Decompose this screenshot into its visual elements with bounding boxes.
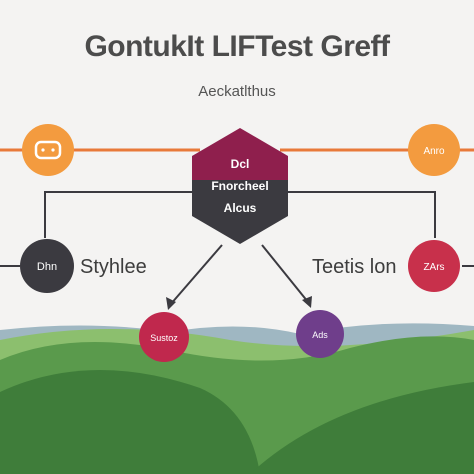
arrowhead-down-right: [302, 296, 312, 308]
node-bottom-right-label: Ads: [312, 330, 328, 340]
node-mid-left-label: Dhn: [37, 261, 57, 273]
node-mid-left[interactable]: Dhn: [20, 239, 74, 293]
hexagon-line-2: Fnorcheel: [211, 179, 268, 193]
center-hexagon[interactable]: Dcl Fnorcheel Alcus: [190, 126, 290, 246]
hexagon-line-1: Dcl: [231, 157, 250, 171]
chat-bubble-icon: [34, 140, 62, 160]
node-bottom-left[interactable]: Sustoz: [139, 312, 189, 362]
node-bottom-right[interactable]: Ads: [296, 310, 344, 358]
hill-dark-left: [0, 369, 260, 474]
connector-down-right: [261, 244, 309, 303]
hexagon-line-3: Alcus: [224, 201, 257, 215]
landscape: [0, 323, 474, 474]
gray-connector-left: [44, 191, 195, 238]
gray-connector-right: [285, 191, 436, 238]
page-subtitle: Aeckatlthus: [198, 83, 276, 100]
arrowhead-down-left: [166, 297, 176, 310]
connector-down-left: [169, 244, 223, 306]
page-title: GontukIt LIFTest Greff: [84, 30, 390, 63]
node-mid-right-label: ZArs: [423, 262, 444, 273]
hill-dark-right: [250, 382, 474, 474]
side-label-left: Styhlee: [80, 256, 147, 278]
side-label-right: Teetis lon: [312, 256, 397, 278]
node-top-right-label: Anro: [423, 146, 445, 157]
node-top-left[interactable]: [22, 124, 74, 176]
node-top-right[interactable]: Anro: [408, 124, 460, 176]
node-bottom-left-label: Sustoz: [150, 333, 178, 343]
node-mid-right[interactable]: ZArs: [408, 240, 460, 292]
